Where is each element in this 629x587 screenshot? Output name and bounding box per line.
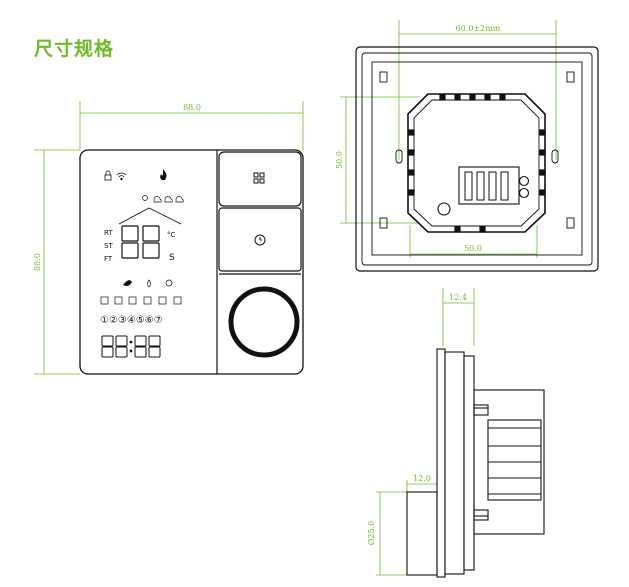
- front-width-dim: 88.0: [183, 103, 201, 112]
- hole-spacing-dim: 60.0±2mm: [456, 24, 501, 33]
- module-fins: [408, 94, 546, 233]
- side-base-dim: 12.0: [413, 474, 431, 483]
- clock-display: [101, 335, 161, 358]
- back-module: [407, 93, 546, 233]
- temperature-digits: [121, 225, 160, 259]
- menu-grid-icon: [253, 172, 265, 184]
- back-width-dim: 50.0: [464, 244, 482, 253]
- flame-icon: [160, 169, 167, 181]
- back-outer-frame: [355, 46, 599, 272]
- weather-icons: [142, 195, 184, 203]
- front-view: 88.0 88.0: [33, 101, 304, 375]
- side-depth-dim: 12.4: [449, 293, 467, 302]
- leaf-icon: [123, 280, 132, 286]
- timer-icon: [165, 279, 173, 287]
- dial-knob: [228, 286, 300, 358]
- program-mode-icons: [100, 296, 182, 305]
- side-profile: [406, 348, 545, 578]
- sensor-label-rt: RT: [104, 229, 113, 237]
- mount-clips: [379, 71, 575, 229]
- sensor-label-ft: FT: [104, 255, 113, 263]
- sensor-label-st: ST: [104, 242, 113, 250]
- drop-icon: [147, 279, 151, 288]
- side-diameter-dim: Ø25.0: [367, 521, 376, 545]
- back-view: 60.0±2mm 50.0 50.0: [335, 20, 599, 272]
- house-roof-icon: [118, 207, 182, 225]
- sensor-port: [437, 202, 451, 216]
- terminal-block: [458, 166, 520, 205]
- lock-icon: [104, 170, 112, 181]
- front-height-dim: 88.0: [33, 253, 42, 271]
- thermostat-body: [79, 149, 304, 375]
- clock-icon: [254, 234, 266, 246]
- side-view: 12.4 12.0 Ø25.0: [367, 288, 545, 578]
- day-numbers: ①②③④⑤⑥⑦: [100, 315, 163, 326]
- screw-slot-right: [551, 149, 559, 164]
- wifi-icon: [116, 172, 127, 181]
- unit-s: S: [169, 253, 175, 263]
- screw-slot-left: [395, 149, 403, 164]
- clock-button: [218, 207, 302, 272]
- menu-button: [218, 151, 302, 207]
- unit-celsius: °C: [167, 231, 176, 239]
- back-height-dim: 50.0: [335, 151, 344, 169]
- page-title: 尺寸规格: [34, 38, 115, 60]
